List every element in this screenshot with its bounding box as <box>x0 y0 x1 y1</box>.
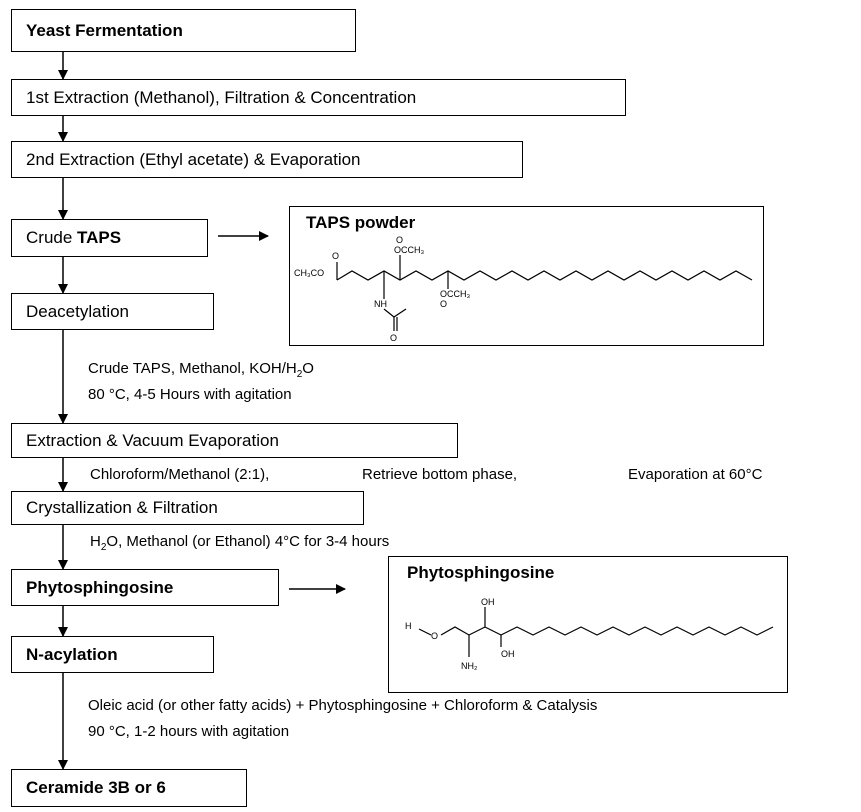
taps-label-o-top: O <box>396 235 403 245</box>
step-extraction-vacuum: Extraction & Vacuum Evaporation <box>11 423 458 458</box>
note-nacylation-conditions: 90 °C, 1-2 hours with agitation <box>88 723 289 740</box>
step-crystallization: Crystallization & Filtration <box>11 491 364 525</box>
note-crystallization-conditions: H2O, Methanol (or Ethanol) 4°C for 3-4 h… <box>90 533 389 553</box>
taps-label-o-left: O <box>332 251 339 261</box>
note-cryst-subscript: 2 <box>100 542 107 553</box>
note-vacuum-temperature: Evaporation at 60°C <box>628 466 762 483</box>
note-vacuum-phase-text: Retrieve bottom phase, <box>362 466 518 483</box>
step-extraction2-label: 2nd Extraction (Ethyl acetate) & Evapora… <box>26 149 361 169</box>
phyto-molecule-drawing: H O OH OH NH₂ <box>405 597 774 671</box>
note-nacyl-conditions-text: 90 °C, 1-2 hours with agitation <box>88 723 290 740</box>
note-vacuum-phase: Retrieve bottom phase, <box>362 466 517 483</box>
note-deacet-conditions-text: 80 °C, 4-5 Hours with agitation <box>88 386 292 403</box>
note-deacet-reagents-o: O <box>302 360 314 377</box>
phyto-structure-title: Phytosphingosine <box>407 563 555 582</box>
step-ceramide: Ceramide 3B or 6 <box>11 769 247 807</box>
step-crude-prefix: Crude <box>26 228 78 247</box>
phyto-label-oh-top: OH <box>481 597 495 607</box>
step-yeast-fermentation: Yeast Fermentation <box>11 9 356 52</box>
step-crude-taps: Crude TAPS <box>11 219 208 257</box>
phyto-label-oh-mid: OH <box>501 649 515 659</box>
step-extraction1-label: 1st Extraction (Methanol), Filtration & … <box>26 87 417 107</box>
taps-label-nh: NH <box>374 299 387 309</box>
note-deacetylation-reagents: Crude TAPS, Methanol, KOH/H2O <box>88 360 314 380</box>
taps-molecule-drawing: CH₃CO O O OCCH₃ OCCH₃ O NH O <box>294 235 753 343</box>
step-phytosphingosine: Phytosphingosine <box>11 569 279 606</box>
note-vacuum-temperature-text: Evaporation at 60°C <box>628 466 763 483</box>
note-deacet-reagents-text: Crude TAPS, Methanol, KOH/H <box>88 360 297 377</box>
taps-label-o-mid: O <box>440 299 447 309</box>
step-crude-bold: TAPS <box>77 228 122 247</box>
note-deacetylation-conditions: 80 °C, 4-5 Hours with agitation <box>88 386 292 403</box>
taps-structure-panel: TAPS powder CH₃CO O O OCCH₃ OCCH₃ O NH <box>289 206 764 346</box>
phyto-label-o: O <box>431 631 438 641</box>
taps-label-ch3co: CH₃CO <box>294 268 324 278</box>
note-deacet-subscript: 2 <box>296 369 303 380</box>
step-deacetylation-label: Deacetylation <box>26 301 130 321</box>
taps-label-o-bottom: O <box>390 333 397 343</box>
step-second-extraction: 2nd Extraction (Ethyl acetate) & Evapora… <box>11 141 523 178</box>
note-nacyl-reagents-text: Oleic acid (or other fatty acids) + Phyt… <box>88 697 598 714</box>
note-vacuum-solvent-text: Chloroform/Methanol (2:1), <box>90 466 270 483</box>
note-vacuum-solvent: Chloroform/Methanol (2:1), <box>90 466 269 483</box>
phyto-label-h: H <box>405 621 412 631</box>
step-crystallization-label: Crystallization & Filtration <box>26 498 218 517</box>
taps-label-occh3-mid: OCCH₃ <box>440 289 470 299</box>
step-ceramide-label: Ceramide 3B or 6 <box>26 778 166 797</box>
taps-label-occh3-top: OCCH₃ <box>394 245 424 255</box>
step-deacetylation: Deacetylation <box>11 293 214 330</box>
note-nacylation-reagents: Oleic acid (or other fatty acids) + Phyt… <box>88 697 597 714</box>
step-nacyl-label: N-acylation <box>26 644 118 664</box>
note-cryst-h: H <box>90 533 101 550</box>
note-cryst-text: O, Methanol (or Ethanol) 4°C for 3-4 hou… <box>106 533 390 550</box>
taps-structure-title: TAPS powder <box>306 213 416 232</box>
step-vacuum-label: Extraction & Vacuum Evaporation <box>26 430 279 450</box>
step-first-extraction: 1st Extraction (Methanol), Filtration & … <box>11 79 626 116</box>
phyto-label-nh2: NH₂ <box>461 661 478 671</box>
step-phyto-label: Phytosphingosine <box>26 577 174 597</box>
phyto-structure-panel: Phytosphingosine H O OH OH NH₂ <box>388 556 788 693</box>
step-n-acylation: N-acylation <box>11 636 214 673</box>
step-yeast-label: Yeast Fermentation <box>26 20 183 40</box>
